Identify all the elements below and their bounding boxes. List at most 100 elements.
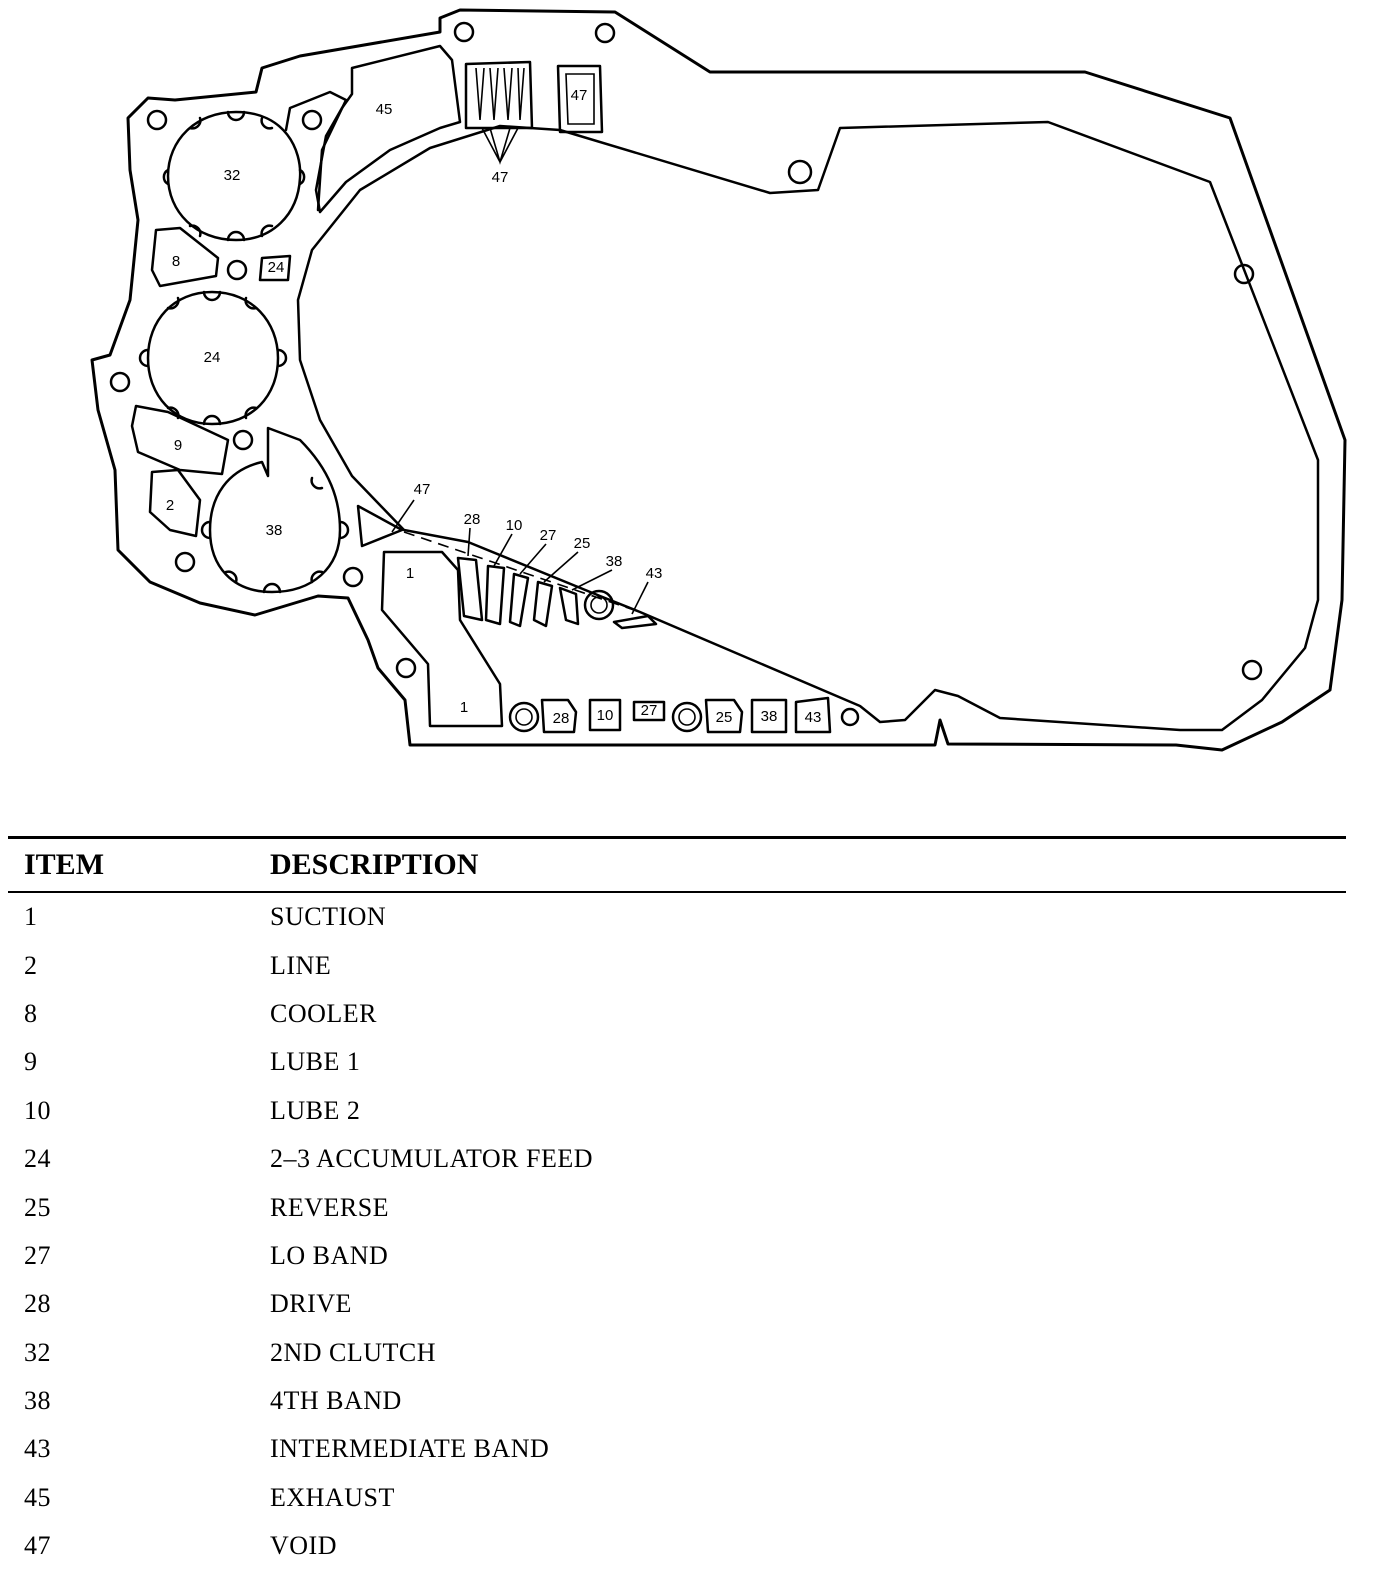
table-row: 8 COOLER: [8, 990, 1346, 1038]
row-item: 9: [24, 1047, 38, 1077]
label-9: 9: [174, 437, 182, 454]
bolt-hole: [395, 657, 417, 679]
row-item: 25: [24, 1192, 51, 1222]
bolt-hole: [226, 259, 248, 281]
row-item: 45: [24, 1482, 51, 1512]
table-top-rule: [8, 836, 1346, 839]
row-description: LUBE 2: [270, 1095, 361, 1125]
table-row: 9 LUBE 1: [8, 1038, 1346, 1086]
label-25: 25: [574, 535, 591, 552]
label-38-bottom: 38: [761, 708, 778, 725]
bolt-hole: [453, 21, 475, 43]
row-item: 8: [24, 998, 38, 1028]
table-row: 27 LO BAND: [8, 1232, 1346, 1280]
bolt-hole: [1233, 263, 1255, 285]
row-description: INTERMEDIATE BAND: [270, 1434, 550, 1464]
row-description: 2ND CLUTCH: [270, 1337, 437, 1367]
bolt-hole: [232, 429, 254, 451]
table-header: ITEM DESCRIPTION: [8, 839, 1346, 891]
port-1: [380, 550, 504, 728]
label-43: 43: [646, 565, 663, 582]
table-row: 24 2–3 ACCUMULATOR FEED: [8, 1135, 1346, 1183]
port-24-large: [138, 290, 288, 426]
row-item: 47: [24, 1531, 51, 1561]
gasket-inner-edge: [296, 120, 1320, 732]
void-comb: [464, 60, 534, 165]
label-8: 8: [172, 253, 180, 270]
leader-line: [571, 569, 613, 591]
label-24-small: 24: [268, 259, 285, 276]
row-description: LUBE 1: [270, 1047, 361, 1077]
label-2: 2: [166, 497, 174, 514]
table-row: 47 VOID: [8, 1522, 1346, 1570]
label-24: 24: [204, 349, 221, 366]
row-description: COOLER: [270, 998, 377, 1028]
row-description: VOID: [270, 1531, 337, 1561]
ring-hole: [508, 701, 540, 733]
bolt-hole: [342, 566, 364, 588]
void-triangle: [356, 504, 404, 548]
port-47-box-inner: [565, 73, 595, 125]
row-description: 4TH BAND: [270, 1386, 402, 1416]
bolt-hole: [174, 551, 196, 573]
leader-line: [631, 581, 649, 615]
port-27-bottom: [632, 700, 666, 722]
port-47-box: [556, 64, 604, 134]
table-row: 45 EXHAUST: [8, 1474, 1346, 1522]
port-8: [150, 226, 220, 288]
port-25-bottom: [704, 698, 744, 734]
leader-line: [493, 533, 513, 567]
dashed-separator: [403, 531, 641, 613]
label-38-comb: 38: [606, 553, 623, 570]
row-description: LO BAND: [270, 1240, 389, 1270]
gasket-diagram: 32 45 47 47 8 24 24 9 2 38 47 28 10 27 2…: [90, 8, 1347, 752]
row-description: 2–3 ACCUMULATOR FEED: [270, 1144, 594, 1174]
row-description: LINE: [270, 950, 332, 980]
bolt-hole: [1241, 659, 1263, 681]
row-description: SUCTION: [270, 902, 387, 932]
label-47-top: 47: [492, 169, 509, 186]
port-24-small: [258, 254, 292, 282]
row-description: EXHAUST: [270, 1482, 395, 1512]
bolt-hole: [594, 22, 616, 44]
label-27-bottom: 27: [641, 702, 658, 719]
table-row: 10 LUBE 2: [8, 1087, 1346, 1135]
header-description: DESCRIPTION: [270, 848, 479, 881]
table-header-rule: [8, 891, 1346, 893]
bolt-hole: [301, 109, 323, 131]
label-32: 32: [224, 167, 241, 184]
ring-hole: [671, 701, 703, 733]
port-2: [148, 468, 202, 538]
ring-hole: [590, 596, 608, 614]
label-45: 45: [376, 101, 393, 118]
row-item: 28: [24, 1289, 51, 1319]
leader-line: [543, 551, 579, 583]
port-10-bottom: [588, 698, 622, 732]
label-1-top: 1: [406, 565, 414, 582]
row-item: 24: [24, 1144, 51, 1174]
bolt-hole: [787, 159, 813, 185]
channel-comb: [456, 556, 658, 630]
row-item: 27: [24, 1240, 51, 1270]
label-28: 28: [464, 511, 481, 528]
leader-line: [391, 499, 415, 533]
leader-line: [519, 543, 547, 575]
label-47-box: 47: [571, 87, 588, 104]
table-row: 38 4TH BAND: [8, 1377, 1346, 1425]
label-1-bottom: 1: [460, 699, 468, 716]
row-item: 10: [24, 1095, 51, 1125]
label-38: 38: [266, 522, 283, 539]
leader-line: [467, 527, 471, 557]
bolt-hole: [840, 707, 860, 727]
label-47-mid: 47: [414, 481, 431, 498]
ring-hole: [678, 708, 696, 726]
port-45: [314, 44, 462, 214]
ring-hole: [515, 708, 533, 726]
row-item: 38: [24, 1386, 51, 1416]
